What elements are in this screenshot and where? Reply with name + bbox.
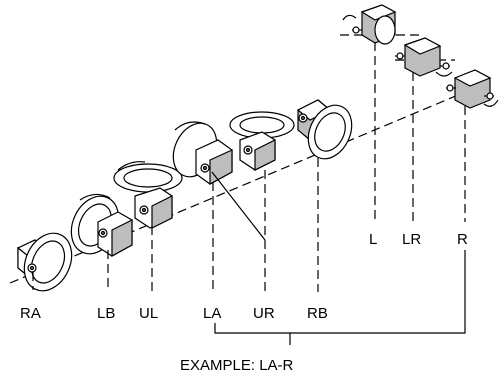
label-lb: LB bbox=[97, 305, 115, 322]
unit-la bbox=[172, 121, 266, 241]
unit-r bbox=[446, 69, 499, 109]
example-caption: EXAMPLE: LA-R bbox=[180, 357, 294, 374]
label-r: R bbox=[457, 231, 468, 248]
example-connector-r bbox=[290, 250, 466, 334]
label-ul: UL bbox=[139, 305, 158, 322]
unit-lb bbox=[70, 193, 133, 258]
unit-l bbox=[342, 4, 397, 45]
label-ra: RA bbox=[20, 305, 41, 322]
label-ur: UR bbox=[253, 305, 275, 322]
unit-ul bbox=[113, 161, 183, 229]
unit-rb bbox=[296, 99, 353, 160]
label-la: LA bbox=[203, 305, 221, 322]
label-lr: LR bbox=[402, 231, 421, 248]
label-rb: RB bbox=[307, 305, 328, 322]
unit-lr bbox=[395, 37, 453, 77]
example-connector-la bbox=[214, 323, 291, 345]
unit-ur bbox=[229, 111, 295, 171]
label-l: L bbox=[369, 231, 377, 248]
unit-ra bbox=[16, 232, 73, 292]
